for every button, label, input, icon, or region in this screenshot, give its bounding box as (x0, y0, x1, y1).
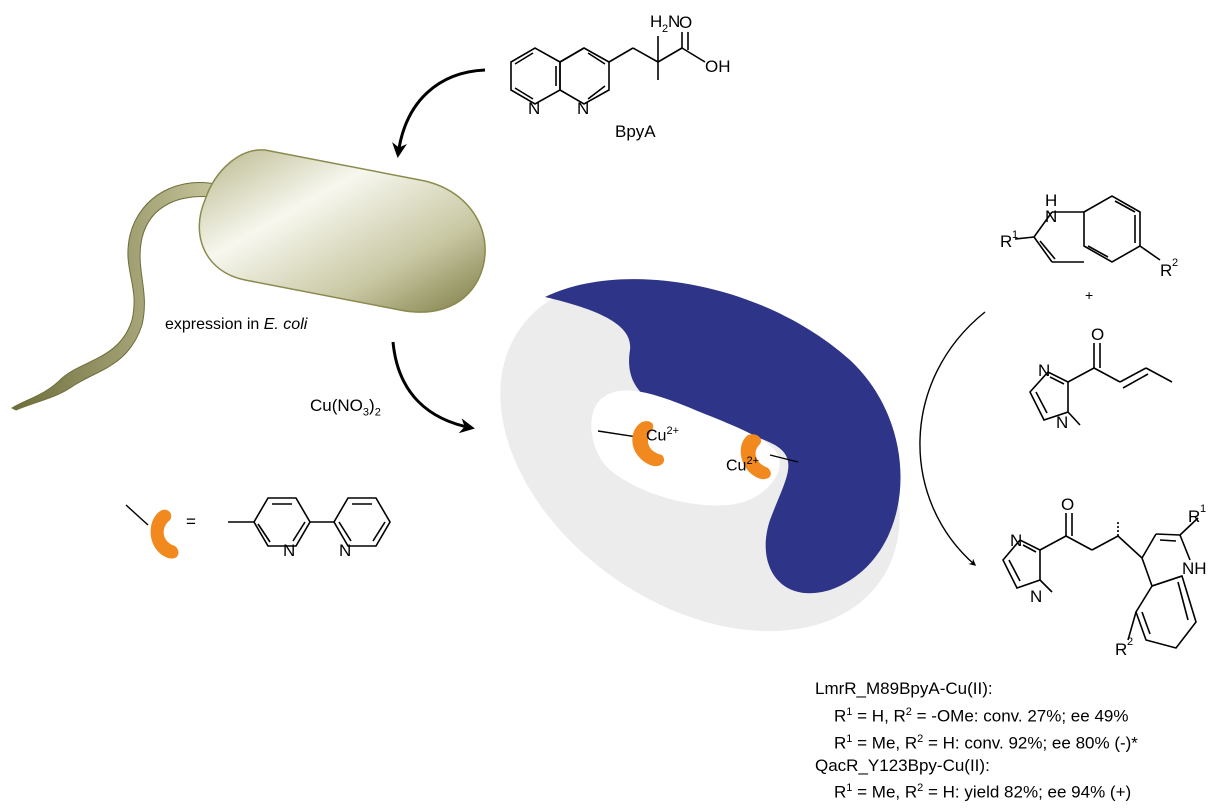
copper-label-1: Cu2+ (646, 425, 679, 445)
svg-text:1: 1 (1200, 503, 1206, 515)
arrow-to-protein (391, 341, 475, 434)
protein-cavity (591, 390, 780, 506)
svg-text:1: 1 (1012, 229, 1018, 241)
reaction-arrow (919, 311, 986, 566)
results-entry: R1 = Me, R2 = H: yield 82%; ee 94% (+) (834, 782, 1132, 802)
legend-equals: = (186, 512, 196, 531)
results-entry: R1 = Me, R2 = H: conv. 92%; ee 80% (-)* (834, 732, 1138, 753)
bpya-amine: H 2 N (650, 12, 680, 35)
enone-o: O (1091, 325, 1104, 344)
plus-sign: + (1085, 287, 1093, 303)
bpya-n2: N (577, 99, 589, 118)
svg-text:2: 2 (1172, 257, 1178, 269)
svg-text:2: 2 (1127, 636, 1133, 648)
expression-label: expression in E. coli (165, 316, 308, 333)
enone-n1: N (1038, 361, 1050, 380)
copper-ligand-2 (740, 434, 771, 480)
svg-text:R: R (1115, 640, 1127, 659)
product-n2: N (1030, 587, 1042, 606)
enone-reactant (1029, 343, 1173, 426)
svg-text:R: R (1188, 507, 1200, 526)
arrow-to-ecoli (392, 68, 486, 158)
bpya-label: BpyA (615, 122, 656, 141)
ecoli-bacterium (10, 149, 486, 411)
svg-text:R: R (1160, 261, 1172, 280)
bpya-hydroxyl: OH (705, 57, 731, 76)
artificial-metalloenzyme (500, 278, 901, 632)
product-n1: N (1010, 531, 1022, 550)
svg-text:H: H (650, 12, 662, 31)
legend-copper-ligand-icon (150, 509, 179, 559)
indole-r2: R 2 (1160, 257, 1178, 280)
bpya-n1: N (528, 99, 540, 118)
organism-name: E. coli (263, 316, 308, 333)
legend-n1: N (283, 541, 295, 560)
bpya-molecule (510, 32, 706, 105)
enone-n2: N (1056, 413, 1068, 432)
copper-ligand-1 (632, 421, 665, 467)
results-panel: LmrR_M89BpyA-Cu(II): R1 = H, R2 = -OMe: … (815, 678, 1138, 804)
svg-text:R: R (1000, 232, 1012, 251)
indole-nh-h: H (1045, 191, 1057, 210)
product-nh: NH (1182, 559, 1207, 578)
results-header-lmrr: LmrR_M89BpyA-Cu(II): (815, 679, 993, 698)
svg-text:2: 2 (662, 23, 668, 35)
bpya-carbonyl-o: O (679, 13, 692, 32)
svg-text:N: N (668, 12, 680, 31)
copper-label-2: Cu2+ (726, 455, 759, 475)
product-r2: R 2 (1115, 636, 1133, 659)
results-header-qacr: QacR_Y123Bpy-Cu(II): (815, 755, 990, 775)
indole-r1: R 1 (1000, 229, 1018, 251)
indole-nh-n: N (1045, 207, 1057, 226)
indole-reactant (1014, 195, 1161, 263)
protein-dark-domain (545, 279, 901, 594)
product-molecule (1002, 513, 1199, 649)
legend-n2: N (339, 541, 351, 560)
ligand-legend (125, 497, 391, 559)
product-o: O (1061, 495, 1074, 514)
results-entry: R1 = H, R2 = -OMe: conv. 27%; ee 49% (834, 705, 1129, 726)
reagent-label: Cu(NO3)2 (310, 396, 381, 419)
product-r1: R 1 (1188, 503, 1206, 526)
